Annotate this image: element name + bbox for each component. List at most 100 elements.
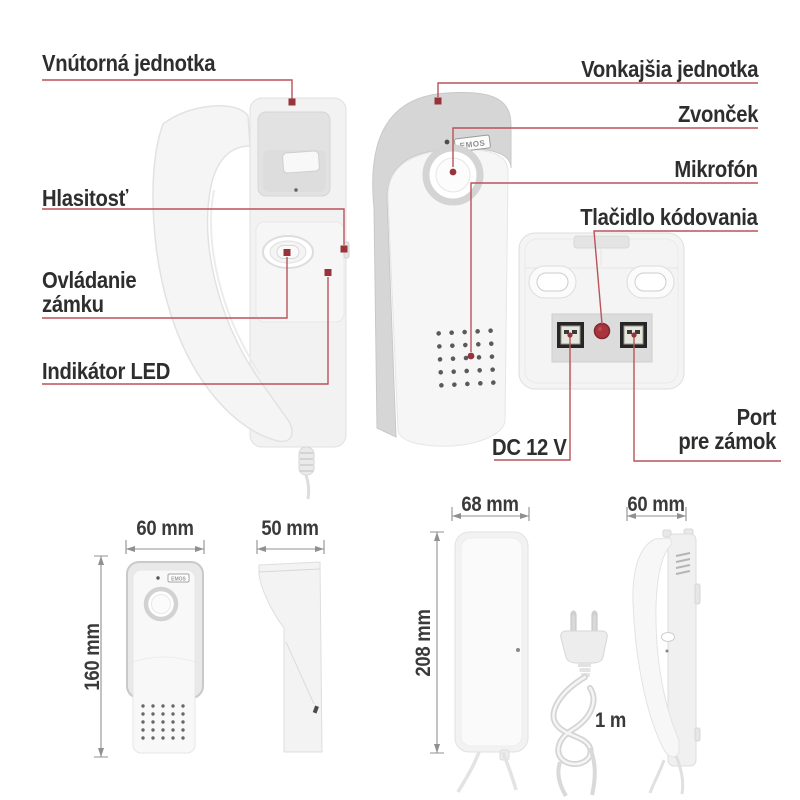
coding-button-highlight	[598, 327, 602, 331]
dim-label-handset-depth: 60 mm	[627, 493, 685, 516]
grille-dot	[475, 329, 480, 334]
outdoor-side-profile	[258, 561, 323, 753]
dim-60-left-line	[125, 540, 205, 554]
grille-dot	[476, 355, 482, 360]
marker-microphone	[467, 352, 475, 360]
callout-label-coding-button: Tlačidlo kódovania	[580, 204, 759, 230]
grille-dot	[151, 712, 155, 716]
callout-label-microphone: Mikrofón	[674, 156, 759, 182]
grille-dot	[488, 328, 493, 333]
side-tab-bottom	[694, 727, 701, 742]
hood-edge-line	[258, 568, 321, 573]
cable-coil-outer	[550, 674, 597, 768]
indoor-unit-illustration	[152, 97, 350, 500]
grille-dot	[141, 728, 145, 732]
dim-label-outdoor-depth: 50 mm	[261, 517, 319, 540]
dim-label-indoor-height: 208 mm	[412, 609, 435, 677]
callout-label-volume: Hlasitosť	[42, 185, 129, 211]
grille-dot	[464, 368, 469, 374]
keyhole-right-hole	[634, 272, 667, 292]
grille-dot	[488, 341, 494, 346]
grille-dot	[438, 370, 444, 375]
outdoor-body	[387, 149, 509, 447]
callout-line-microphone	[470, 182, 758, 352]
callout-label-indoor-unit: Vnútorná jednotka	[42, 50, 216, 76]
cable-stub-left	[456, 751, 481, 793]
vent-slots	[675, 552, 691, 575]
handset-highlight	[210, 189, 261, 375]
grille-dot	[171, 728, 175, 732]
pin-tip-left	[571, 610, 576, 616]
grille-dot	[490, 367, 495, 372]
top-slot	[573, 235, 630, 249]
dim-label-indoor-width: 68 mm	[461, 493, 519, 516]
grille-dot	[171, 736, 175, 740]
plate-tab-1	[662, 529, 672, 538]
keyhole-left-hole	[536, 272, 569, 292]
speaker-grille-small	[141, 704, 185, 740]
grille-dot	[452, 382, 457, 387]
callout-line-coding-button	[593, 230, 758, 325]
handset-side-button	[661, 632, 675, 642]
grille-dot	[449, 330, 454, 336]
grille-dot	[181, 728, 185, 732]
dim-label-outdoor-width: 60 mm	[136, 517, 194, 540]
callout-line-dc-power	[494, 336, 571, 461]
marker-doorbell	[449, 168, 457, 176]
handset-side-profile	[632, 537, 680, 758]
dim-68-line	[451, 507, 530, 521]
strain-rib-1	[578, 663, 591, 667]
mic-hole-small	[156, 576, 160, 580]
handset-body	[152, 105, 293, 443]
dim-50-line	[256, 540, 325, 554]
grille-dot	[437, 344, 442, 349]
callout-label-lock-control: Ovládanie zámku	[42, 267, 137, 317]
grille-dot	[161, 720, 165, 724]
outdoor-side-small-illustration	[258, 561, 323, 753]
pin-tip-right	[592, 610, 597, 616]
grille-dot	[489, 354, 495, 359]
panel-ribs	[525, 248, 678, 386]
callout-markers	[283, 97, 637, 360]
rain-hood	[372, 92, 512, 438]
grille-dot	[151, 736, 155, 740]
microphone-hole	[444, 139, 450, 145]
side-tab-top	[694, 583, 701, 605]
grille-dot	[161, 712, 165, 716]
marker-outdoor-unit	[434, 97, 442, 105]
marker-indoor-unit	[288, 98, 296, 106]
cable-coil-core	[552, 675, 595, 766]
grille-dot	[141, 720, 145, 724]
grille-dot	[161, 728, 165, 732]
marker-lock-port	[631, 332, 637, 338]
callout-line-lock-port	[633, 336, 781, 462]
handset-side-dot	[665, 649, 669, 653]
cord-tail	[304, 474, 311, 500]
grille-dot	[151, 720, 155, 724]
doorbell-button-small	[151, 594, 171, 614]
grille-dot	[171, 720, 175, 724]
grille-dot	[151, 704, 155, 708]
side-crease	[285, 641, 315, 705]
grille-dot	[161, 704, 165, 708]
handset-side-illustration	[632, 528, 701, 795]
grille-dot	[171, 704, 175, 708]
callout-line-indoor-unit	[42, 79, 293, 99]
callout-label-outdoor-unit: Vonkajšia jednotka	[580, 56, 758, 82]
power-plug-illustration	[550, 610, 608, 798]
grille-dot	[141, 704, 145, 708]
grille-dot	[181, 720, 185, 724]
outdoor-unit-front-illustration: EMOS	[372, 92, 512, 447]
grille-dot	[141, 712, 145, 716]
grille-dot	[463, 355, 469, 361]
grille-dot	[462, 329, 467, 335]
grille-dot	[161, 736, 165, 740]
callout-label-doorbell: Zvonček	[677, 101, 759, 127]
marker-dc-power	[567, 332, 573, 338]
cable-stub-right	[501, 751, 518, 791]
cable-tail-right	[588, 747, 597, 796]
coding-button	[593, 322, 611, 340]
grille-dot	[181, 736, 185, 740]
grille-dot	[437, 357, 443, 362]
